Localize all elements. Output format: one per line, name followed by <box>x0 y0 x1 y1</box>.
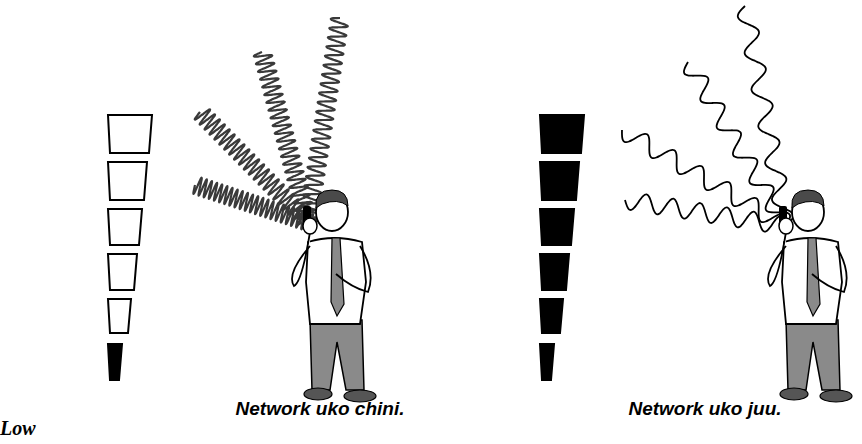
trousers <box>310 320 364 390</box>
radio-wave <box>625 194 786 231</box>
waves-dense <box>193 18 347 229</box>
man-with-phone-high <box>768 190 852 402</box>
hand <box>303 218 317 234</box>
signal-bar <box>108 209 142 245</box>
signal-bar <box>108 344 122 380</box>
radio-wave <box>738 6 793 226</box>
necktie <box>331 238 344 316</box>
radio-wave <box>622 130 786 226</box>
radio-wave <box>300 18 348 222</box>
trousers <box>786 320 840 390</box>
necktie <box>807 238 820 316</box>
hand <box>779 218 793 234</box>
arm <box>812 246 847 292</box>
caption-text: Network uko juu. <box>628 398 781 420</box>
signal-bar <box>540 209 574 245</box>
caption-text: Network uko chini. <box>236 398 405 420</box>
arm <box>336 246 371 292</box>
signal-bar <box>108 299 131 333</box>
signal-bar <box>108 254 137 290</box>
shirt <box>782 238 842 324</box>
signal-bar <box>540 115 584 153</box>
waves-loose <box>622 6 793 232</box>
arm <box>768 232 786 286</box>
man-with-phone-low <box>292 190 376 402</box>
signal-bar <box>540 254 569 290</box>
hair <box>792 190 824 208</box>
radio-wave <box>684 62 790 226</box>
signal-bar <box>540 344 554 380</box>
signal-bar <box>540 162 579 200</box>
corner-label: Low <box>0 417 36 440</box>
signal-bar <box>540 299 563 333</box>
shoe <box>820 390 852 402</box>
shirt <box>306 238 366 324</box>
shoe <box>780 388 808 400</box>
hair <box>316 190 348 208</box>
arm <box>292 232 310 286</box>
signal-bars-low <box>108 115 152 380</box>
signal-bar <box>108 115 152 153</box>
signal-bar <box>108 162 147 200</box>
signal-bars-high <box>540 115 584 380</box>
